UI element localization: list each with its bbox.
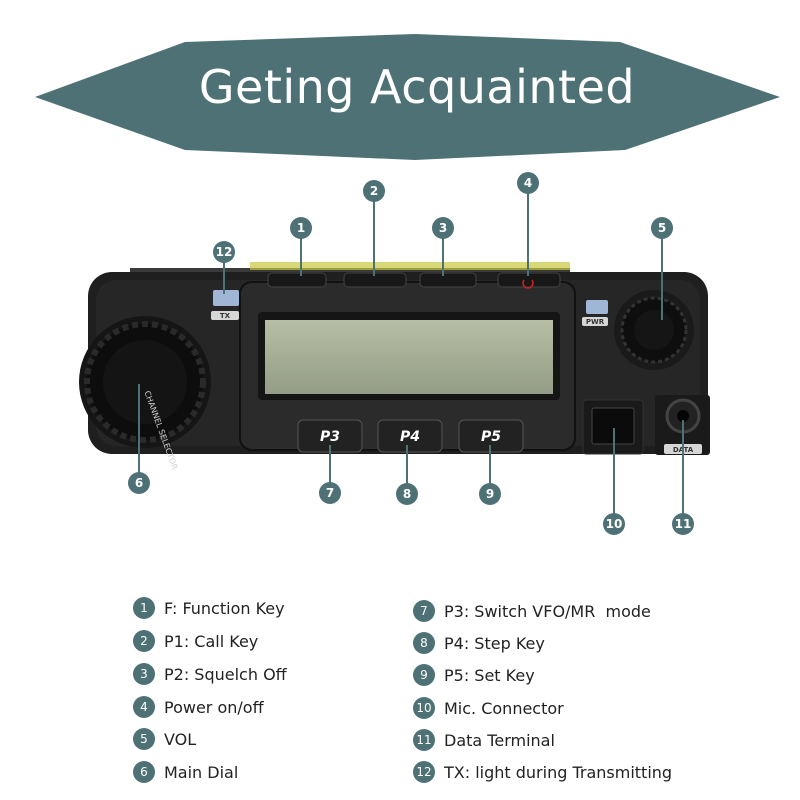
legend-text: F: Function Key bbox=[164, 598, 285, 618]
callout-4: 4 bbox=[517, 172, 539, 194]
legend-number: 3 bbox=[133, 663, 155, 685]
p3-key-label: P3 bbox=[320, 429, 340, 445]
svg-text:7: 7 bbox=[326, 486, 334, 500]
legend-item: 12 TX: light during Transmitting bbox=[413, 760, 672, 784]
legend-item: 8 P4: Step Key bbox=[413, 631, 545, 655]
legend-text: P1: Call Key bbox=[164, 631, 259, 651]
svg-text:5: 5 bbox=[658, 221, 666, 235]
legend-text: P3: Switch VFO/MR mode bbox=[444, 601, 651, 621]
p2-key[interactable] bbox=[419, 272, 477, 288]
callout-7: 7 bbox=[319, 482, 341, 504]
legend-number: 4 bbox=[133, 696, 155, 718]
callout-6: 6 bbox=[128, 472, 150, 494]
legend-text: Mic. Connector bbox=[444, 698, 564, 718]
pwr-indicator: PWR bbox=[582, 300, 608, 326]
callout-lines bbox=[138, 183, 684, 524]
legend-number: 8 bbox=[413, 632, 435, 654]
legend-number: 6 bbox=[133, 761, 155, 783]
legend-item: 9 P5: Set Key bbox=[413, 663, 535, 687]
callout-1: 1 bbox=[290, 217, 312, 239]
legend-number: 10 bbox=[413, 697, 435, 719]
legend-item: 6 Main Dial bbox=[133, 760, 238, 784]
legend-text: Data Terminal bbox=[444, 730, 555, 750]
legend: 1 F: Function Key 2 P1: Call Key 3 P2: S… bbox=[0, 590, 800, 790]
legend-number: 1 bbox=[133, 597, 155, 619]
p4-key[interactable]: P4 bbox=[377, 419, 443, 453]
svg-text:11: 11 bbox=[675, 517, 692, 531]
main-dial[interactable]: CHANNEL SELECTOR bbox=[79, 316, 211, 471]
legend-text: TX: light during Transmitting bbox=[444, 762, 673, 782]
svg-text:8: 8 bbox=[403, 487, 411, 501]
legend-number: 5 bbox=[133, 728, 155, 750]
legend-item: 1 F: Function Key bbox=[133, 596, 285, 620]
callout-3: 3 bbox=[432, 217, 454, 239]
svg-text:3: 3 bbox=[439, 221, 447, 235]
svg-text:4: 4 bbox=[524, 176, 532, 190]
callout-8: 8 bbox=[396, 483, 418, 505]
p5-key-label: P5 bbox=[481, 429, 501, 445]
title-banner bbox=[35, 34, 780, 160]
mic-connector bbox=[582, 399, 644, 455]
volume-knob[interactable] bbox=[614, 290, 694, 370]
legend-item: 11 Data Terminal bbox=[413, 728, 555, 752]
legend-item: 3 P2: Squelch Off bbox=[133, 662, 287, 686]
f-key[interactable] bbox=[267, 272, 327, 288]
banner-shape bbox=[35, 34, 780, 160]
legend-item: 10 Mic. Connector bbox=[413, 696, 564, 720]
svg-text:12: 12 bbox=[216, 245, 233, 259]
tx-label: TX bbox=[220, 312, 231, 320]
legend-number: 11 bbox=[413, 729, 435, 751]
svg-text:1: 1 bbox=[297, 221, 305, 235]
callout-10: 10 bbox=[603, 513, 625, 535]
legend-number: 12 bbox=[413, 761, 435, 783]
p4-key-label: P4 bbox=[400, 429, 420, 445]
legend-number: 7 bbox=[413, 600, 435, 622]
callout-11: 11 bbox=[672, 513, 694, 535]
legend-item: 5 VOL bbox=[133, 727, 196, 751]
callout-2: 2 bbox=[363, 180, 385, 202]
callout-9: 9 bbox=[479, 483, 501, 505]
pwr-label: PWR bbox=[586, 318, 605, 326]
banner-title: Geting Acquainted bbox=[198, 60, 636, 114]
legend-item: 4 Power on/off bbox=[133, 695, 264, 719]
radio-device: P3 P4 P5 TX PWR CHANNEL SELECTOR bbox=[79, 172, 710, 535]
callout-12: 12 bbox=[213, 241, 235, 263]
callout-circles: 1 2 3 4 5 6 7 8 9 10 11 12 bbox=[128, 172, 694, 535]
svg-text:10: 10 bbox=[606, 517, 623, 531]
legend-text: P2: Squelch Off bbox=[164, 664, 287, 684]
p5-key[interactable]: P5 bbox=[458, 419, 524, 453]
legend-item: 2 P1: Call Key bbox=[133, 629, 258, 653]
svg-text:6: 6 bbox=[135, 476, 143, 490]
tx-indicator: TX bbox=[211, 290, 239, 320]
svg-text:2: 2 bbox=[370, 184, 378, 198]
legend-item: 7 P3: Switch VFO/MR mode bbox=[413, 599, 651, 623]
legend-text: Power on/off bbox=[164, 697, 264, 717]
power-icon bbox=[522, 279, 534, 289]
legend-text: P4: Step Key bbox=[444, 633, 545, 653]
legend-number: 9 bbox=[413, 664, 435, 686]
legend-text: VOL bbox=[164, 729, 197, 749]
legend-number: 2 bbox=[133, 630, 155, 652]
legend-text: Main Dial bbox=[164, 762, 239, 782]
legend-text: P5: Set Key bbox=[444, 665, 535, 685]
svg-text:9: 9 bbox=[486, 487, 494, 501]
callout-5: 5 bbox=[651, 217, 673, 239]
